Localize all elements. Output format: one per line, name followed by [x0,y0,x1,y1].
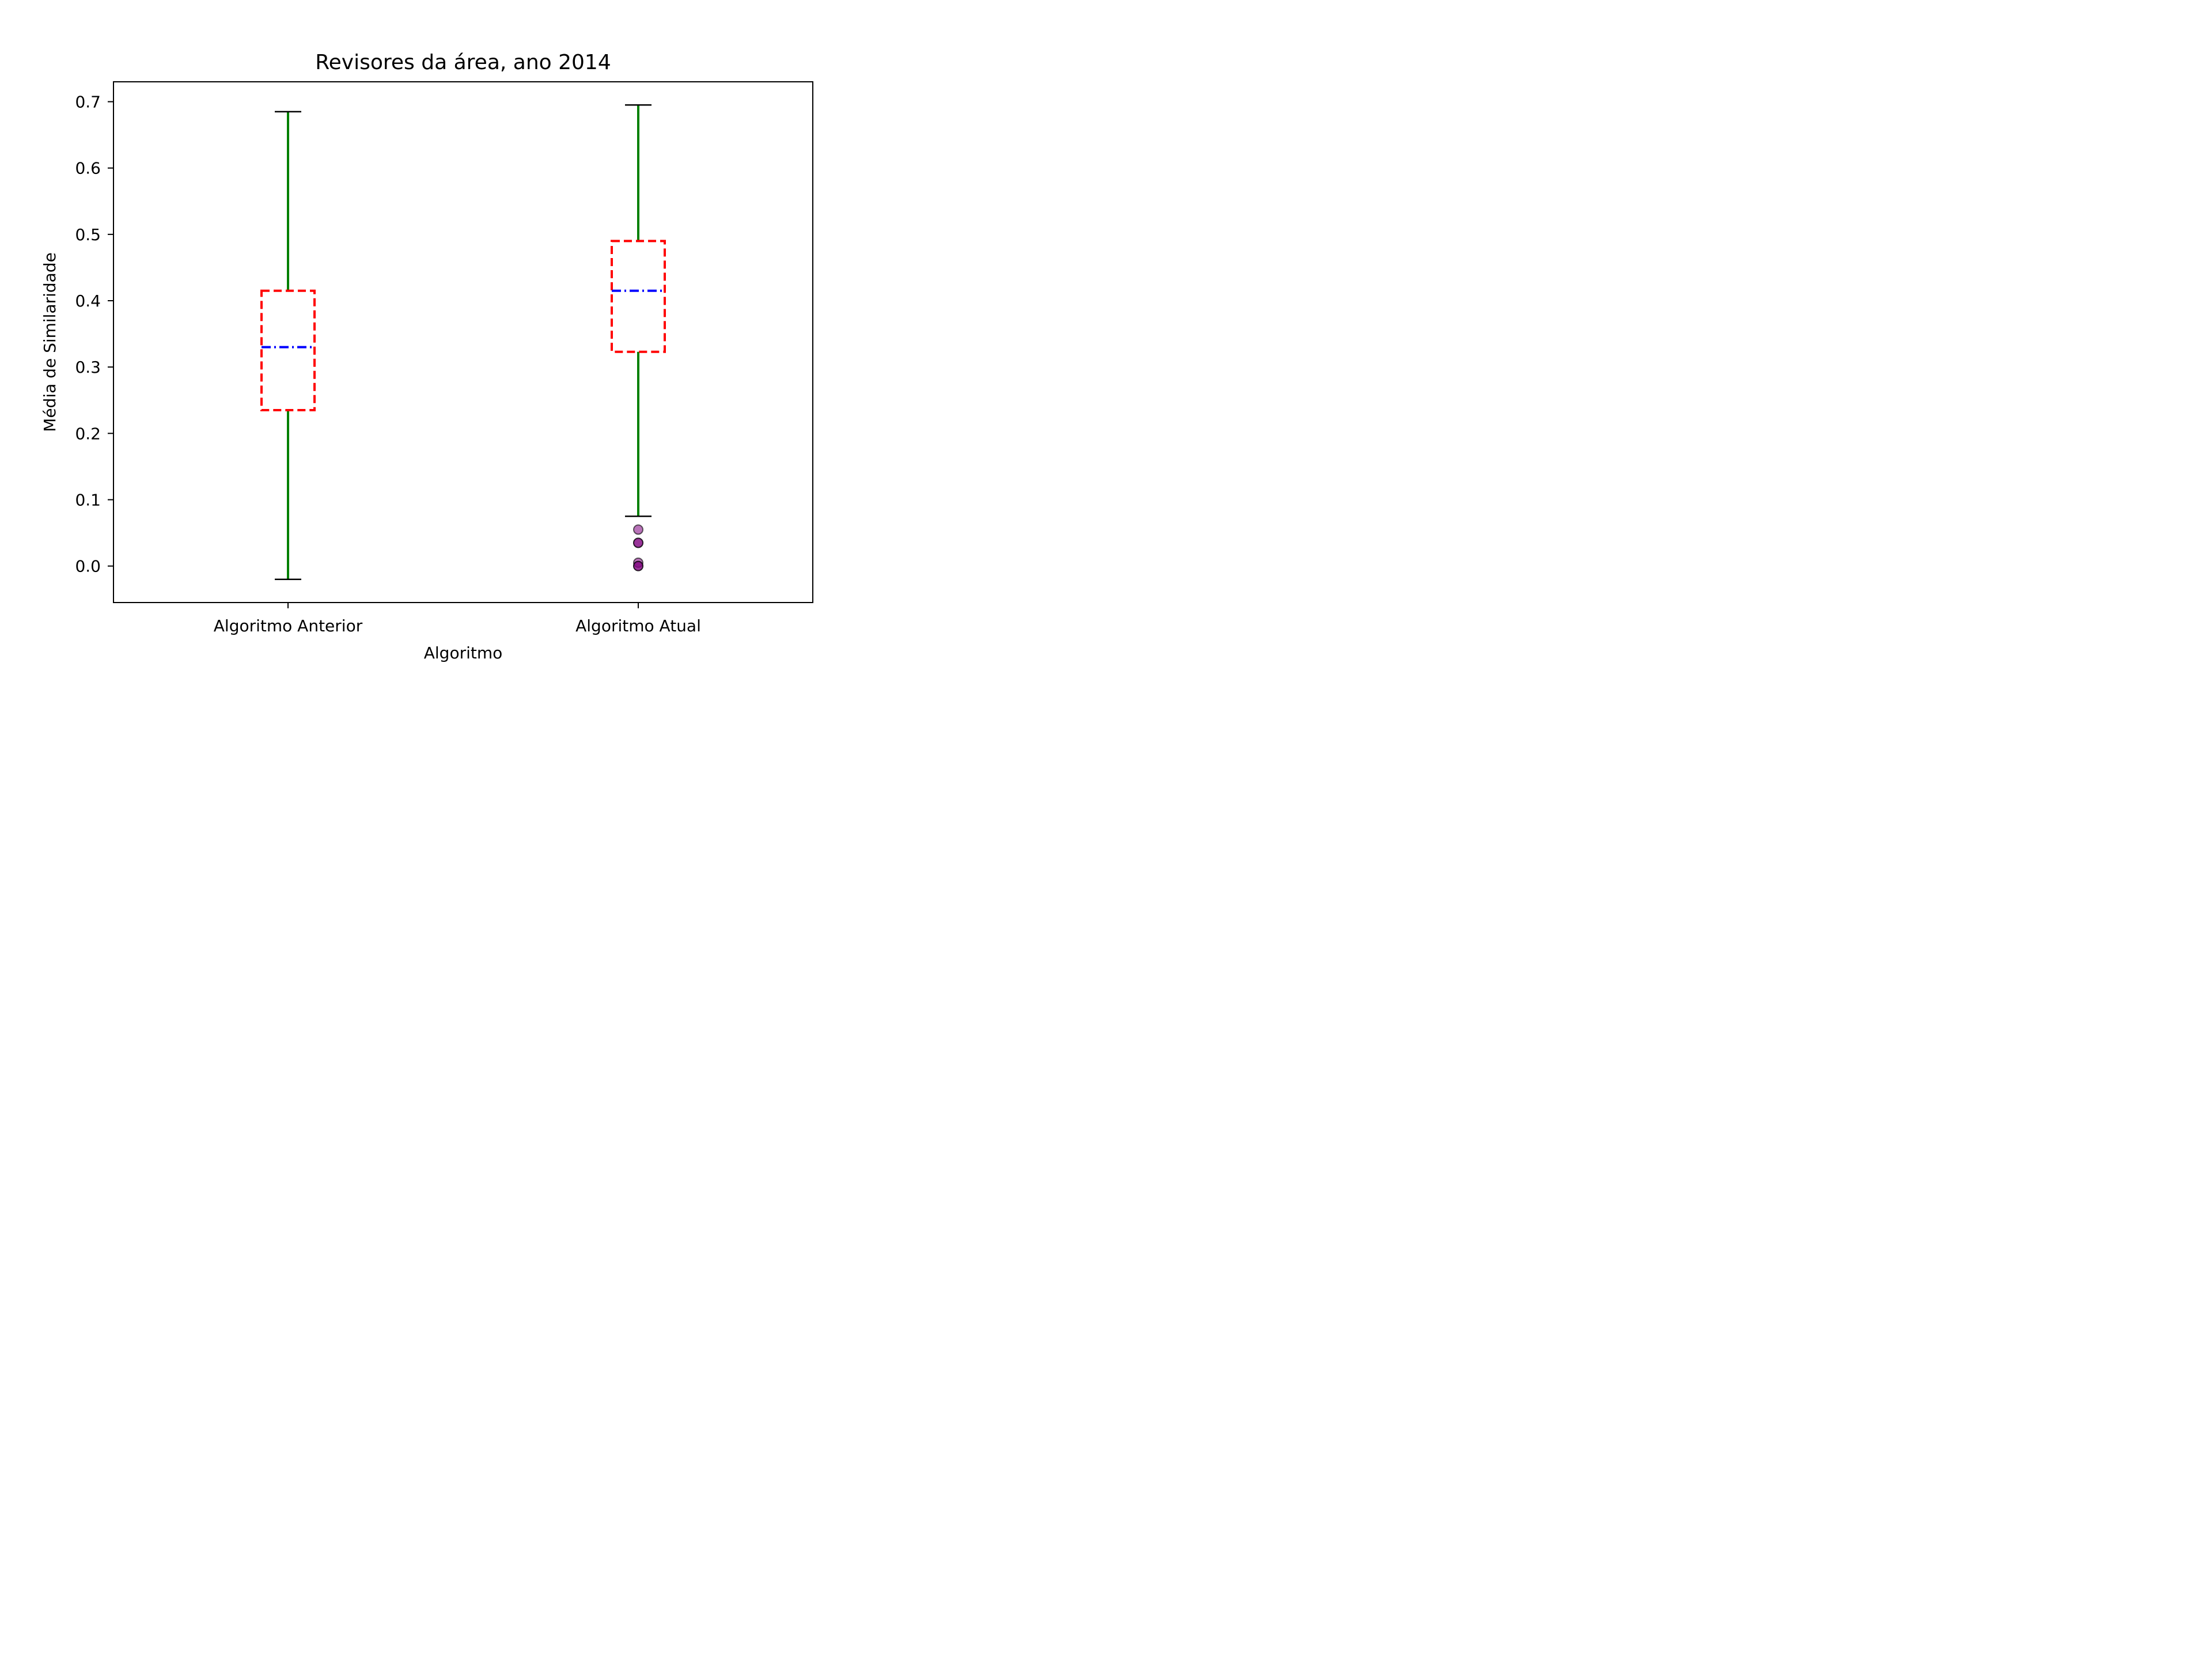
y-tick-label: 0.5 [75,225,101,244]
iqr-box [611,240,666,353]
outlier-point [633,524,643,535]
y-tick-label: 0.4 [75,291,101,310]
outlier-point [633,560,643,571]
x-tick-label: Algoritmo Anterior [214,616,363,635]
outlier-point [633,537,643,548]
y-tick-label: 0.1 [75,491,101,510]
iqr-box [260,289,316,412]
y-axis-label: Média de Similaridade [40,252,59,432]
y-tick-label: 0.0 [75,557,101,576]
x-axis: Algoritmo Anterior Algoritmo Atual [214,603,701,635]
x-axis-label: Algoritmo [424,643,503,662]
x-tick-label: Algoritmo Atual [575,616,701,635]
chart-title: Revisores da área, ano 2014 [315,51,611,74]
chart-svg: Revisores da área, ano 2014 0.0 0.1 0.2 0.3… [40,51,813,662]
box-group [260,111,316,580]
y-axis: 0.0 0.1 0.2 0.3 0.4 0.5 0.6 0.7 [75,93,113,576]
plot-frame [113,81,813,603]
box-group [611,104,666,571]
y-tick-label: 0.2 [75,424,101,443]
y-tick-label: 0.6 [75,159,101,178]
y-tick-label: 0.3 [75,358,101,377]
y-tick-label: 0.7 [75,93,101,112]
box-plot-chart: Revisores da área, ano 2014 0.0 0.1 0.2 0.3… [0,0,891,668]
plot-area [260,104,666,580]
